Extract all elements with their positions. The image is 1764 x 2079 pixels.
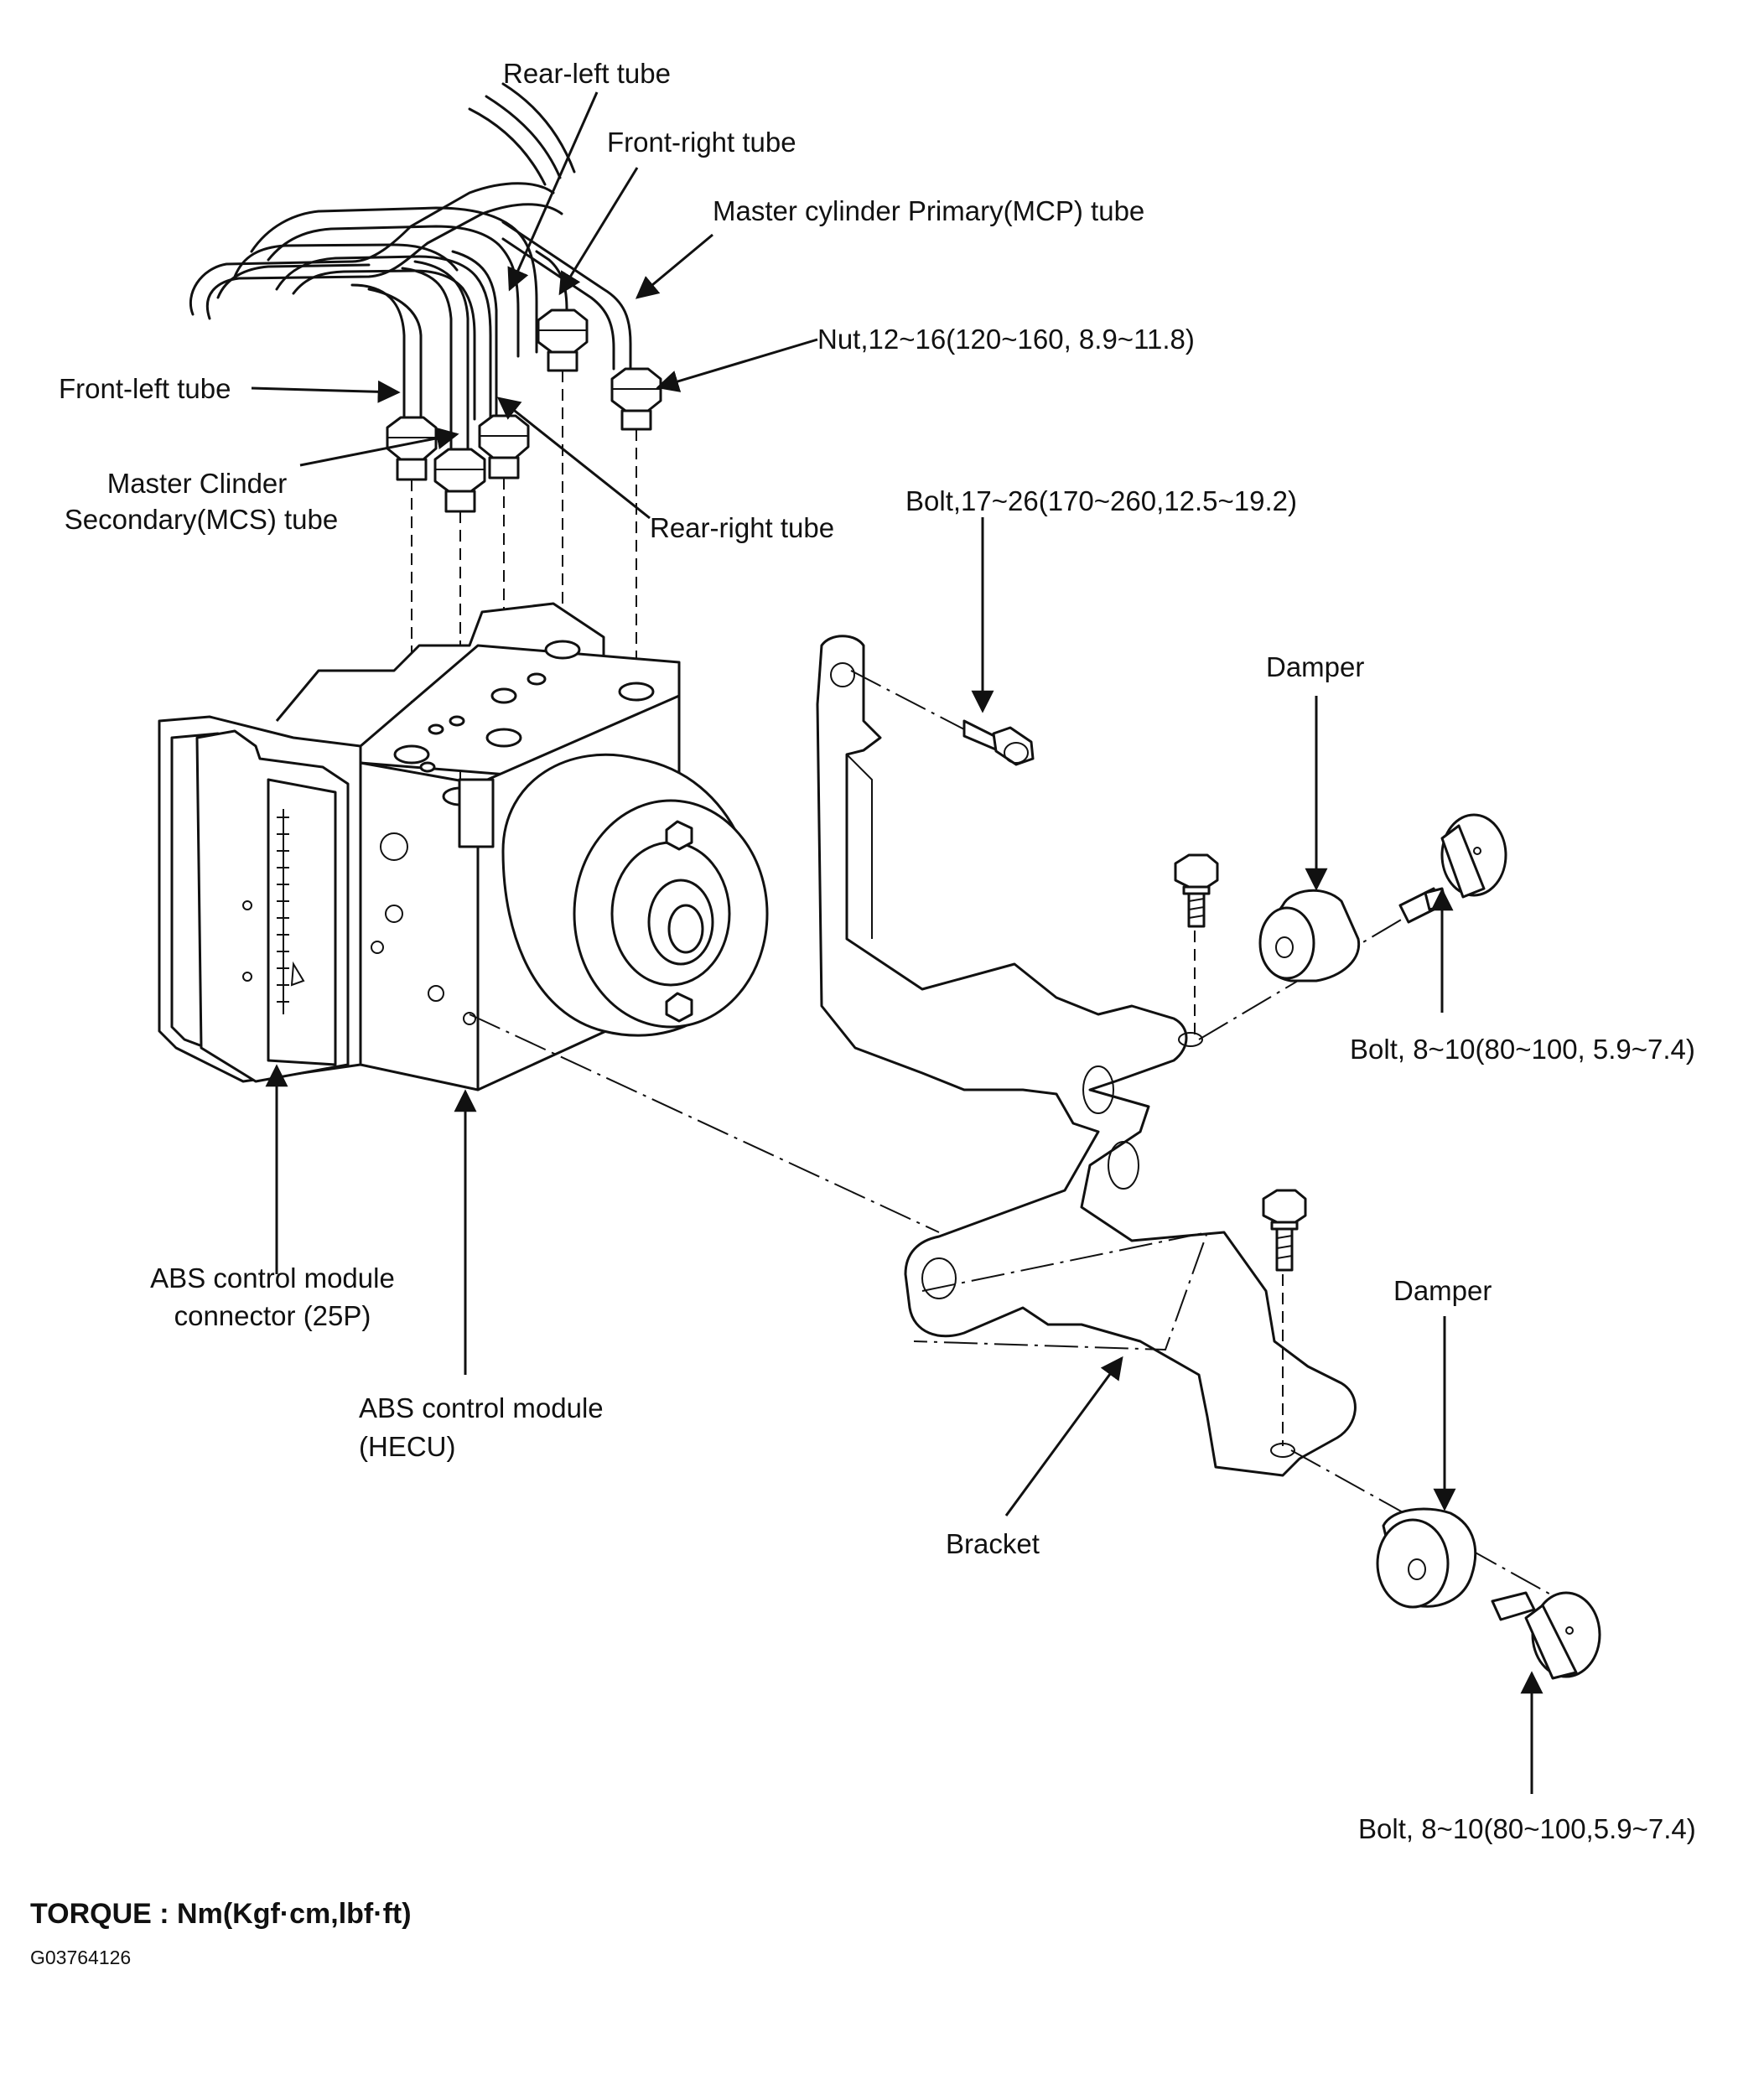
label-connector-line2: connector (25P) [174,1300,371,1331]
label-damper-lower: Damper [1393,1275,1492,1306]
label-hecu-line2: (HECU) [359,1431,456,1462]
label-mcs-tube-line2: Secondary(MCS) tube [64,504,339,535]
label-mcs-tube-line1: Master Clinder [106,468,288,499]
hecu-bracket-axis [469,1014,940,1233]
bracket-guide-lines [850,670,1594,1619]
hecu-body [275,602,769,1091]
bolt-upper [962,719,1035,766]
damper-lower [1376,1507,1477,1609]
label-front-right-tube: Front-right tube [607,127,796,158]
damper-bolt-lower [1491,1591,1601,1680]
label-bolt-damper-lower: Bolt, 8~10(80~100,5.9~7.4) [1358,1813,1696,1844]
label-damper-upper: Damper [1266,651,1365,682]
leader-arrows [251,91,1544,1794]
label-connector-line1: ABS control module [150,1262,395,1294]
label-bracket: Bracket [946,1528,1040,1559]
label-hecu-line1: ABS control module [359,1392,604,1423]
label-nut: Nut,12~16(120~160, 8.9~11.8) [817,324,1195,355]
figure-code: G03764126 [30,1947,132,1968]
label-bolt-upper: Bolt,17~26(170~260,12.5~19.2) [905,485,1297,516]
bolt-vertical-lower [1262,1189,1307,1272]
bolt-vertical-upper [1174,853,1219,928]
label-rear-right-tube: Rear-right tube [650,512,835,543]
label-front-left-tube: Front-left tube [59,373,231,404]
bracket [816,635,1357,1477]
label-bolt-damper-upper: Bolt, 8~10(80~100, 5.9~7.4) [1350,1034,1695,1065]
brake-tubes [189,82,632,459]
tube-nuts [386,308,662,513]
damper-upper [1258,889,1361,982]
label-rear-left-tube: Rear-left tube [503,58,671,89]
connector-pins [242,809,305,1014]
damper-bolt-upper [1398,813,1507,924]
label-mcp-tube: Master cylinder Primary(MCP) tube [713,195,1145,226]
ecu-housing [158,715,362,1083]
torque-units-note: TORQUE : Nm(Kgf·cm,lbf·ft) [30,1898,412,1930]
